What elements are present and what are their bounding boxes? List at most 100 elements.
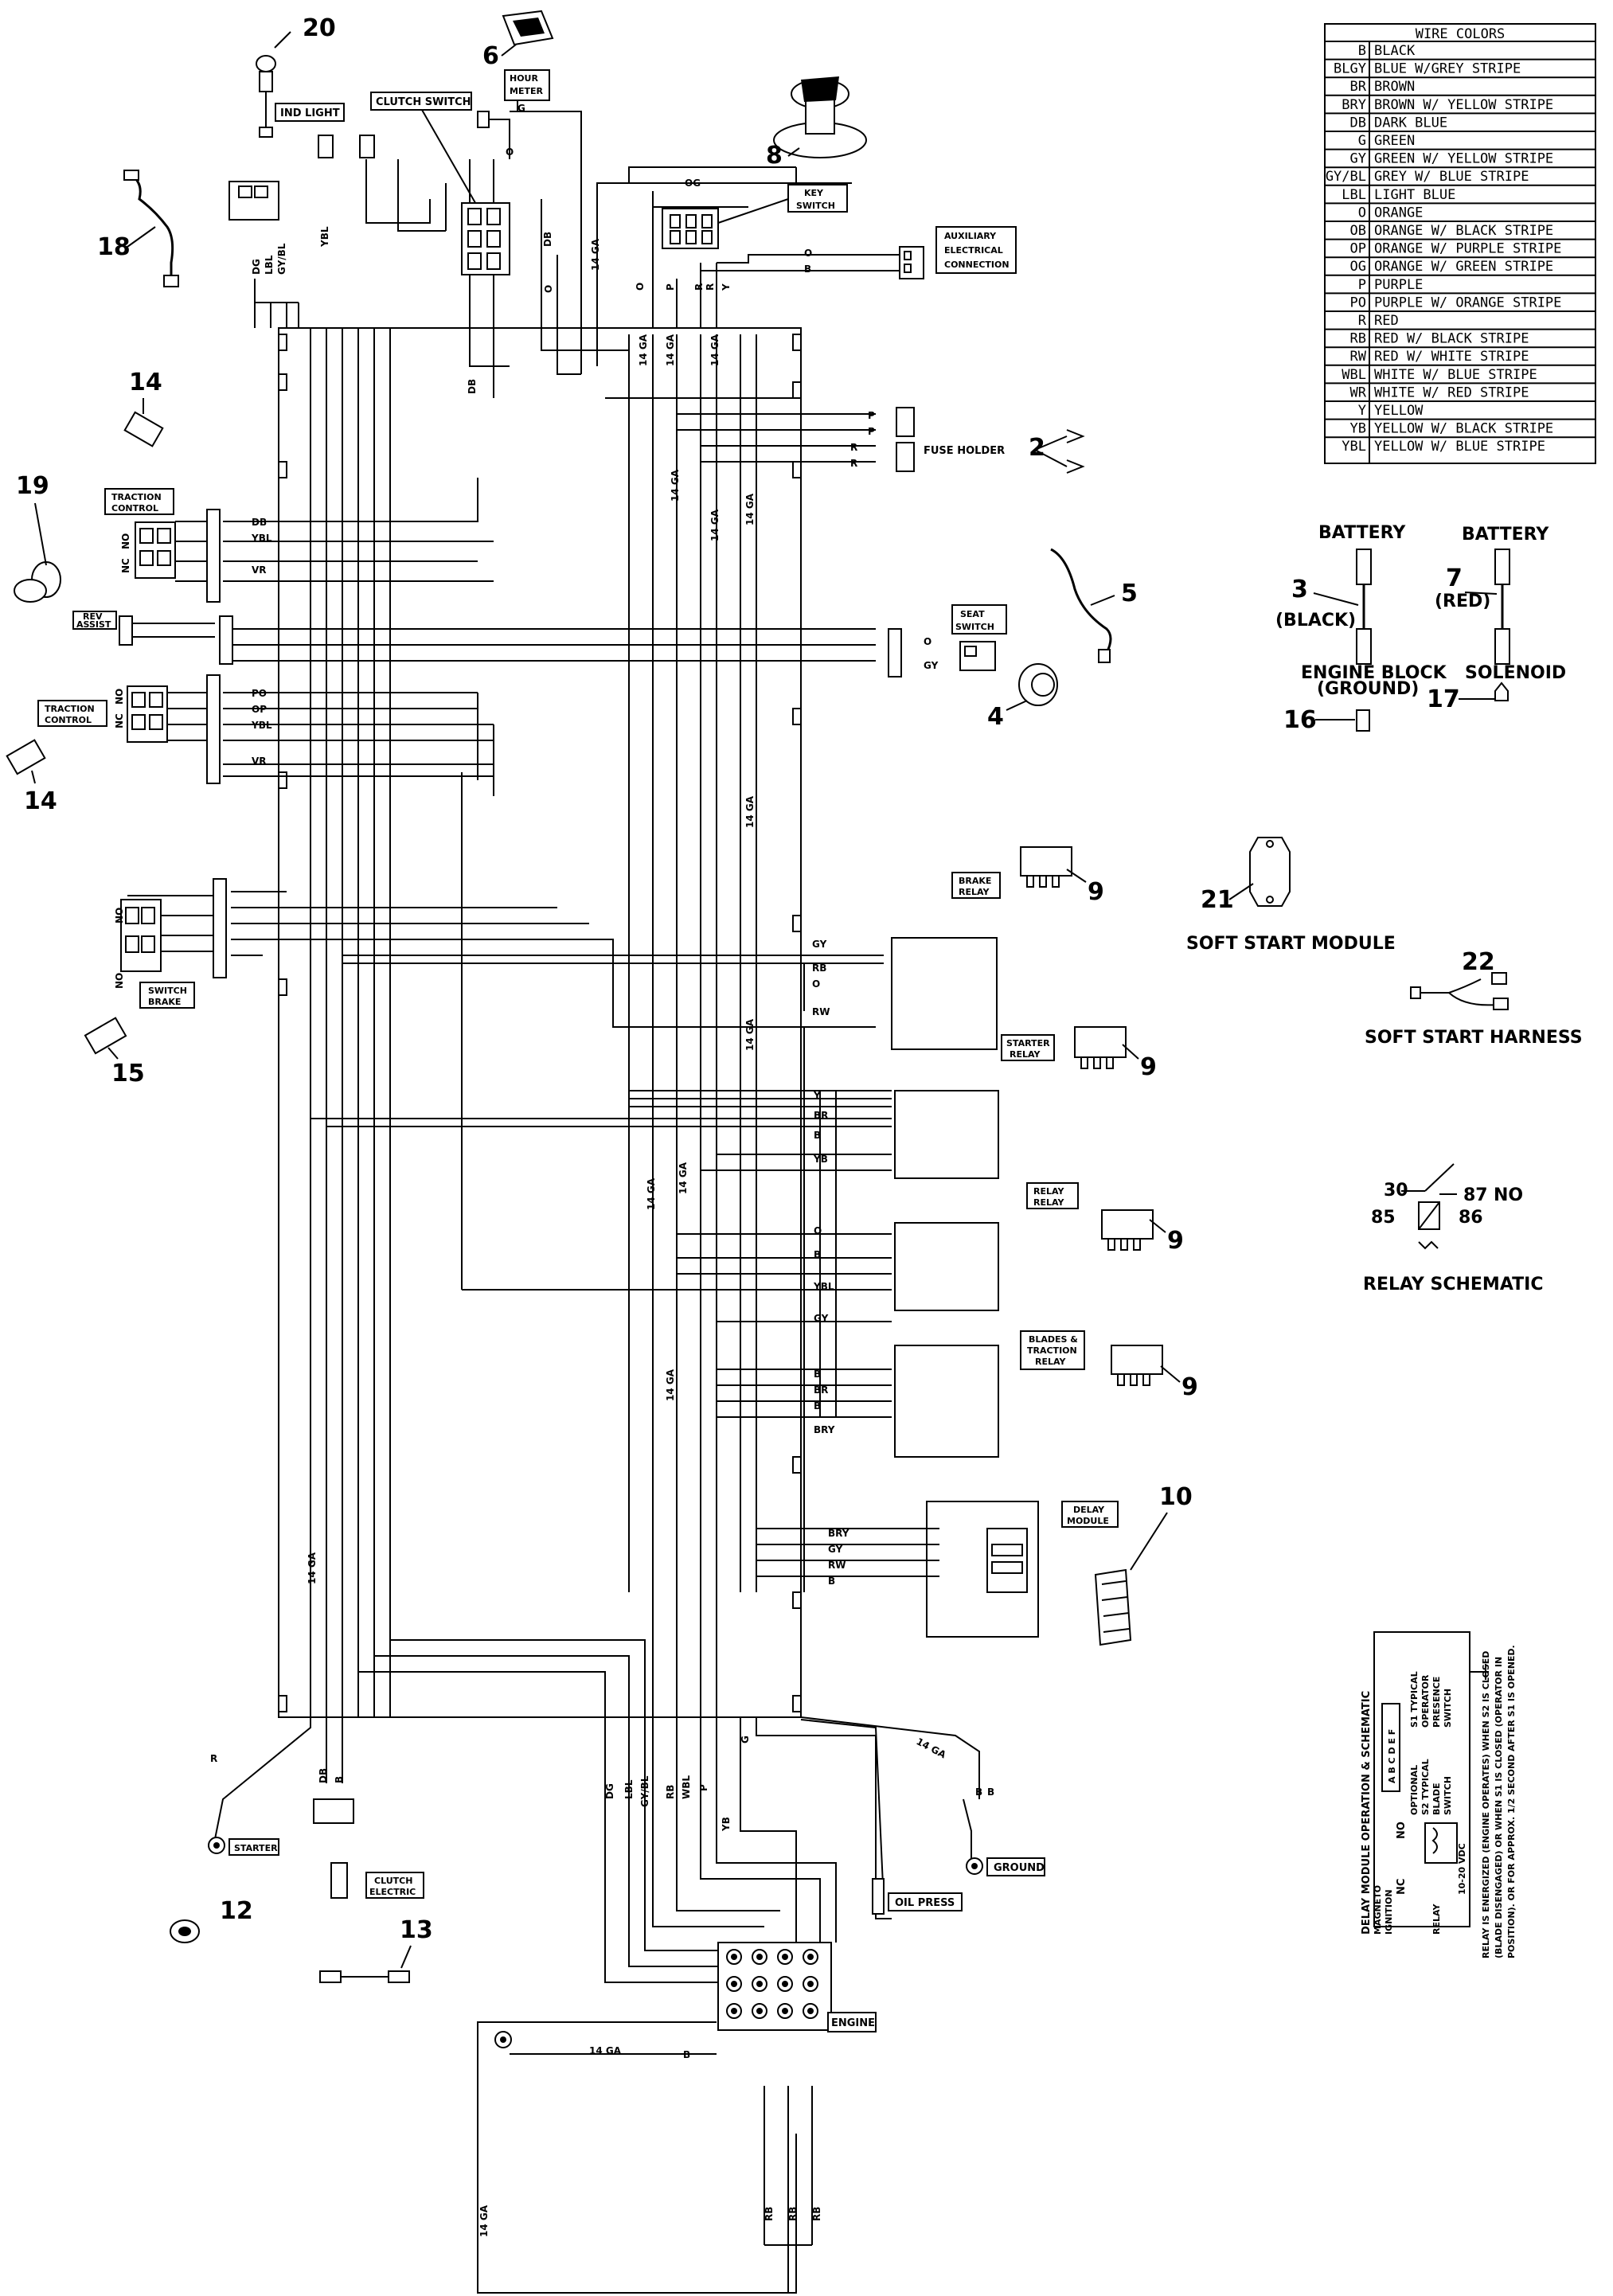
svg-text:TRACTION: TRACTION (45, 704, 95, 714)
svg-text:BRY: BRY (828, 1528, 849, 1539)
callout-17: 17 (1427, 685, 1460, 713)
callout-18: 18 (97, 233, 131, 261)
svg-text:14 GA: 14 GA (744, 1018, 756, 1051)
wire-color-desc: PURPLE W/ ORANGE STRIPE (1374, 295, 1561, 310)
svg-text:ELECTRICAL: ELECTRICAL (944, 245, 1003, 256)
fuse-holder: FUSE HOLDER 2 (896, 407, 1085, 474)
svg-text:RELAY: RELAY (1035, 1357, 1066, 1367)
svg-text:85: 85 (1371, 1208, 1396, 1228)
svg-text:B: B (987, 1786, 994, 1798)
callout-22: 22 (1462, 948, 1495, 976)
svg-text:B: B (975, 1786, 982, 1798)
engine-pin-center (756, 1954, 763, 1960)
svg-text:YBL: YBL (251, 533, 272, 544)
svg-text:IGNITION: IGNITION (1384, 1889, 1394, 1935)
svg-text:VR: VR (252, 564, 267, 576)
component-12: 12 (170, 1897, 253, 1943)
wire-color-desc: WHITE W/ BLUE STRIPE (1374, 367, 1537, 383)
svg-text:30: 30 (1384, 1181, 1408, 1201)
svg-text:RELAY SCHEMATIC: RELAY SCHEMATIC (1363, 1275, 1543, 1294)
starter-relay: STARTER RELAY 9 (894, 1026, 1157, 1179)
engine-pins (726, 1949, 818, 2019)
svg-text:SOLENOID: SOLENOID (1465, 663, 1566, 683)
svg-text:TRACTION: TRACTION (111, 492, 162, 502)
engine-pin-center (807, 2008, 814, 2014)
wire-color-code: R (1358, 313, 1367, 329)
svg-text:REV: REV (83, 611, 103, 622)
svg-text:RB: RB (787, 2207, 799, 2221)
clutch-switch: CLUTCH SWITCH (228, 92, 510, 275)
traction-control-1: TRACTION CONTROL NC NO (104, 488, 221, 603)
svg-text:14 GA: 14 GA (638, 334, 649, 366)
svg-text:SWITCH: SWITCH (796, 201, 835, 211)
delay-module: DELAY MODULE 10 (926, 1483, 1193, 1646)
svg-text:R: R (850, 442, 857, 453)
svg-text:DG: DG (604, 1783, 615, 1799)
svg-text:GY: GY (924, 660, 939, 671)
svg-text:CLUTCH: CLUTCH (374, 1876, 412, 1886)
wire-color-desc: GREEN (1374, 133, 1415, 149)
svg-text:DELAY MODULE OPERATION & SCHEM: DELAY MODULE OPERATION & SCHEMATIC (1361, 1691, 1373, 1935)
svg-text:NO: NO (1494, 1185, 1523, 1205)
wire-color-desc: BROWN (1374, 79, 1415, 95)
seat-switch: SEAT SWITCH (888, 604, 1007, 677)
callout-14b: 14 (24, 787, 57, 815)
wire-color-desc: YELLOW W/ BLUE STRIPE (1374, 439, 1545, 455)
svg-text:87: 87 (1463, 1185, 1488, 1205)
wire-color-code: P (1358, 277, 1366, 293)
svg-text:86: 86 (1459, 1208, 1483, 1228)
svg-text:SWITCH: SWITCH (1443, 1689, 1453, 1728)
component-14a: 14 (123, 369, 164, 447)
wire-color-desc: ORANGE W/ BLACK STRIPE (1374, 223, 1553, 239)
starter: STARTER (208, 1837, 279, 1856)
svg-text:B: B (334, 1776, 345, 1783)
svg-text:Y: Y (813, 1090, 821, 1101)
callout-3: 3 (1291, 576, 1308, 603)
component-5: 5 (1050, 548, 1138, 663)
wire-color-code: BLGY (1334, 61, 1366, 77)
svg-text:DB: DB (318, 1768, 329, 1783)
svg-text:DG: DG (251, 259, 262, 275)
svg-text:S1 TYPICAL: S1 TYPICAL (1409, 1671, 1420, 1728)
svg-text:KEY: KEY (804, 188, 824, 198)
wire-color-desc: BLUE W/GREY STRIPE (1374, 61, 1521, 77)
switch-brake: SWITCH BRAKE NO NO (114, 878, 227, 1009)
svg-text:DB: DB (252, 517, 267, 528)
svg-text:SEAT: SEAT (960, 609, 985, 619)
label-ind-light: IND LIGHT (280, 107, 340, 119)
svg-text:B: B (804, 264, 811, 275)
svg-text:RELAY IS ENERGIZED (ENGINE OPE: RELAY IS ENERGIZED (ENGINE OPERATES) WHE… (1481, 1651, 1491, 1958)
rev-assist: REV ASSIST (72, 611, 233, 665)
svg-text:14 GA: 14 GA (744, 795, 756, 828)
wire-color-desc: GREY W/ BLUE STRIPE (1374, 169, 1529, 185)
svg-text:FUSE HOLDER: FUSE HOLDER (924, 445, 1005, 457)
svg-text:YBL: YBL (251, 720, 272, 731)
svg-text:NO: NO (114, 689, 125, 705)
engine-pin-center (782, 1981, 788, 1987)
callout-4: 4 (987, 703, 1004, 731)
svg-text:POSITION). OR FOR APPROX. 1/2: POSITION). OR FOR APPROX. 1/2 SECOND AFT… (1506, 1645, 1517, 1958)
wire-color-desc: BROWN W/ YELLOW STRIPE (1374, 97, 1553, 113)
svg-text:14 GA: 14 GA (709, 334, 721, 366)
engine-pin-center (731, 1954, 737, 1960)
svg-text:CONTROL: CONTROL (111, 503, 158, 513)
svg-text:PO: PO (252, 688, 267, 699)
svg-text:SOFT START MODULE: SOFT START MODULE (1186, 934, 1396, 954)
svg-text:B: B (814, 1130, 821, 1141)
blades-traction-relay: BLADES & TRACTION RELAY 9 (894, 1330, 1198, 1458)
wire-color-code: GY (1350, 151, 1366, 167)
svg-text:WBL: WBL (681, 1775, 692, 1799)
hour-meter-6: 6 HOUR METER (477, 10, 554, 128)
wire-color-code: G (1358, 133, 1366, 149)
gauge-labels: 14 GA 14 GA 14 GA 14 GA 14 GA 14 GA 14 G… (307, 238, 948, 2237)
svg-text:METER: METER (510, 86, 543, 96)
callout-19: 19 (16, 472, 49, 500)
component-14b: 14 (6, 739, 57, 815)
